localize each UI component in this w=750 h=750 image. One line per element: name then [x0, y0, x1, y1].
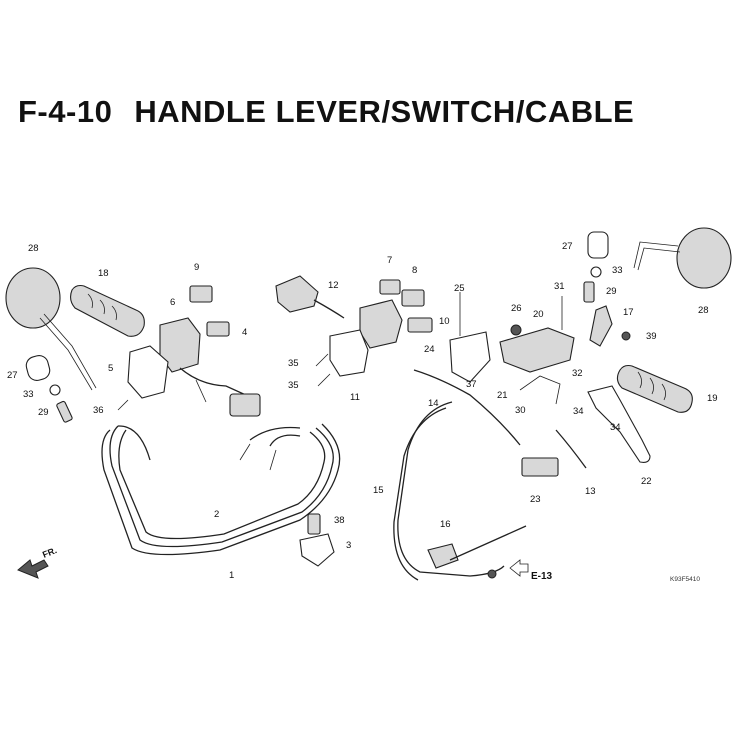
callout: 33: [612, 265, 623, 276]
callout: 10: [439, 316, 450, 327]
callout: 6: [170, 297, 175, 308]
right-mirror: [583, 227, 732, 347]
page-title: F-4-10 HANDLE LEVER/SWITCH/CABLE: [18, 94, 634, 130]
callout: 20: [533, 309, 544, 320]
callout: 12: [328, 280, 339, 291]
callout: 38: [334, 515, 345, 526]
callout: 28: [28, 243, 39, 254]
right-lever: [587, 385, 651, 463]
front-arrow: [17, 559, 49, 579]
callout: 8: [412, 265, 417, 276]
right-grip: [616, 364, 693, 413]
left-bar-end: [25, 355, 73, 423]
throttle-cables: [393, 369, 527, 581]
brake-switch: [521, 429, 587, 477]
callout: 13: [585, 486, 596, 497]
callout-labels: 1 2 3 4 5 6 7 8 9 10 11 12 13 14 15 16 1…: [7, 241, 718, 583]
callout: 32: [572, 368, 583, 379]
callout: 34: [610, 422, 621, 433]
callout: 19: [707, 393, 718, 404]
left-mirror: [5, 267, 97, 391]
right-switch-assembly: [275, 275, 433, 387]
callout: 36: [93, 405, 104, 416]
left-switch-housing: [117, 317, 261, 417]
callout: 33: [23, 389, 34, 400]
lower-cables: [101, 423, 341, 556]
front-label: FR.: [41, 545, 58, 560]
callout: 23: [530, 494, 541, 505]
callout: 27: [7, 370, 18, 381]
left-small-switches: [189, 285, 230, 337]
callout: 39: [646, 331, 657, 342]
callout: 3: [346, 540, 351, 551]
callout: 27: [562, 241, 573, 252]
callout: 29: [606, 286, 617, 297]
callout: 17: [623, 307, 634, 318]
ref-arrow-e13: [509, 559, 529, 577]
callout: 25: [454, 283, 465, 294]
callout: 9: [194, 262, 199, 273]
callout: 34: [573, 406, 584, 417]
callout: 18: [98, 268, 109, 279]
callout: 28: [698, 305, 709, 316]
section-name: HANDLE LEVER/SWITCH/CABLE: [134, 94, 635, 129]
callout: 5: [108, 363, 113, 374]
section-code: F-4-10: [18, 94, 113, 129]
callout: 16: [440, 519, 451, 530]
callout: 35: [288, 380, 299, 391]
callout: 11: [350, 392, 360, 403]
lower-bracket: [299, 513, 335, 567]
callout: 31: [554, 281, 565, 292]
callout: 21: [497, 390, 508, 401]
callout: 37: [466, 379, 477, 390]
diagram-code: K93F5410: [670, 576, 700, 583]
callout: 1: [229, 570, 234, 581]
left-grip: [69, 284, 145, 337]
callout: 7: [387, 255, 392, 266]
callout: 14: [428, 398, 439, 409]
callout: 35: [288, 358, 299, 369]
ref-label-e13: E-13: [531, 571, 553, 582]
callout: 30: [515, 405, 526, 416]
callout: 24: [424, 344, 435, 355]
callout: 29: [38, 407, 49, 418]
callout: 22: [641, 476, 652, 487]
callout: 26: [511, 303, 522, 314]
master-cylinder: [449, 292, 575, 405]
callout: 2: [214, 509, 219, 520]
callout: 15: [373, 485, 384, 496]
callout: 4: [242, 327, 247, 338]
